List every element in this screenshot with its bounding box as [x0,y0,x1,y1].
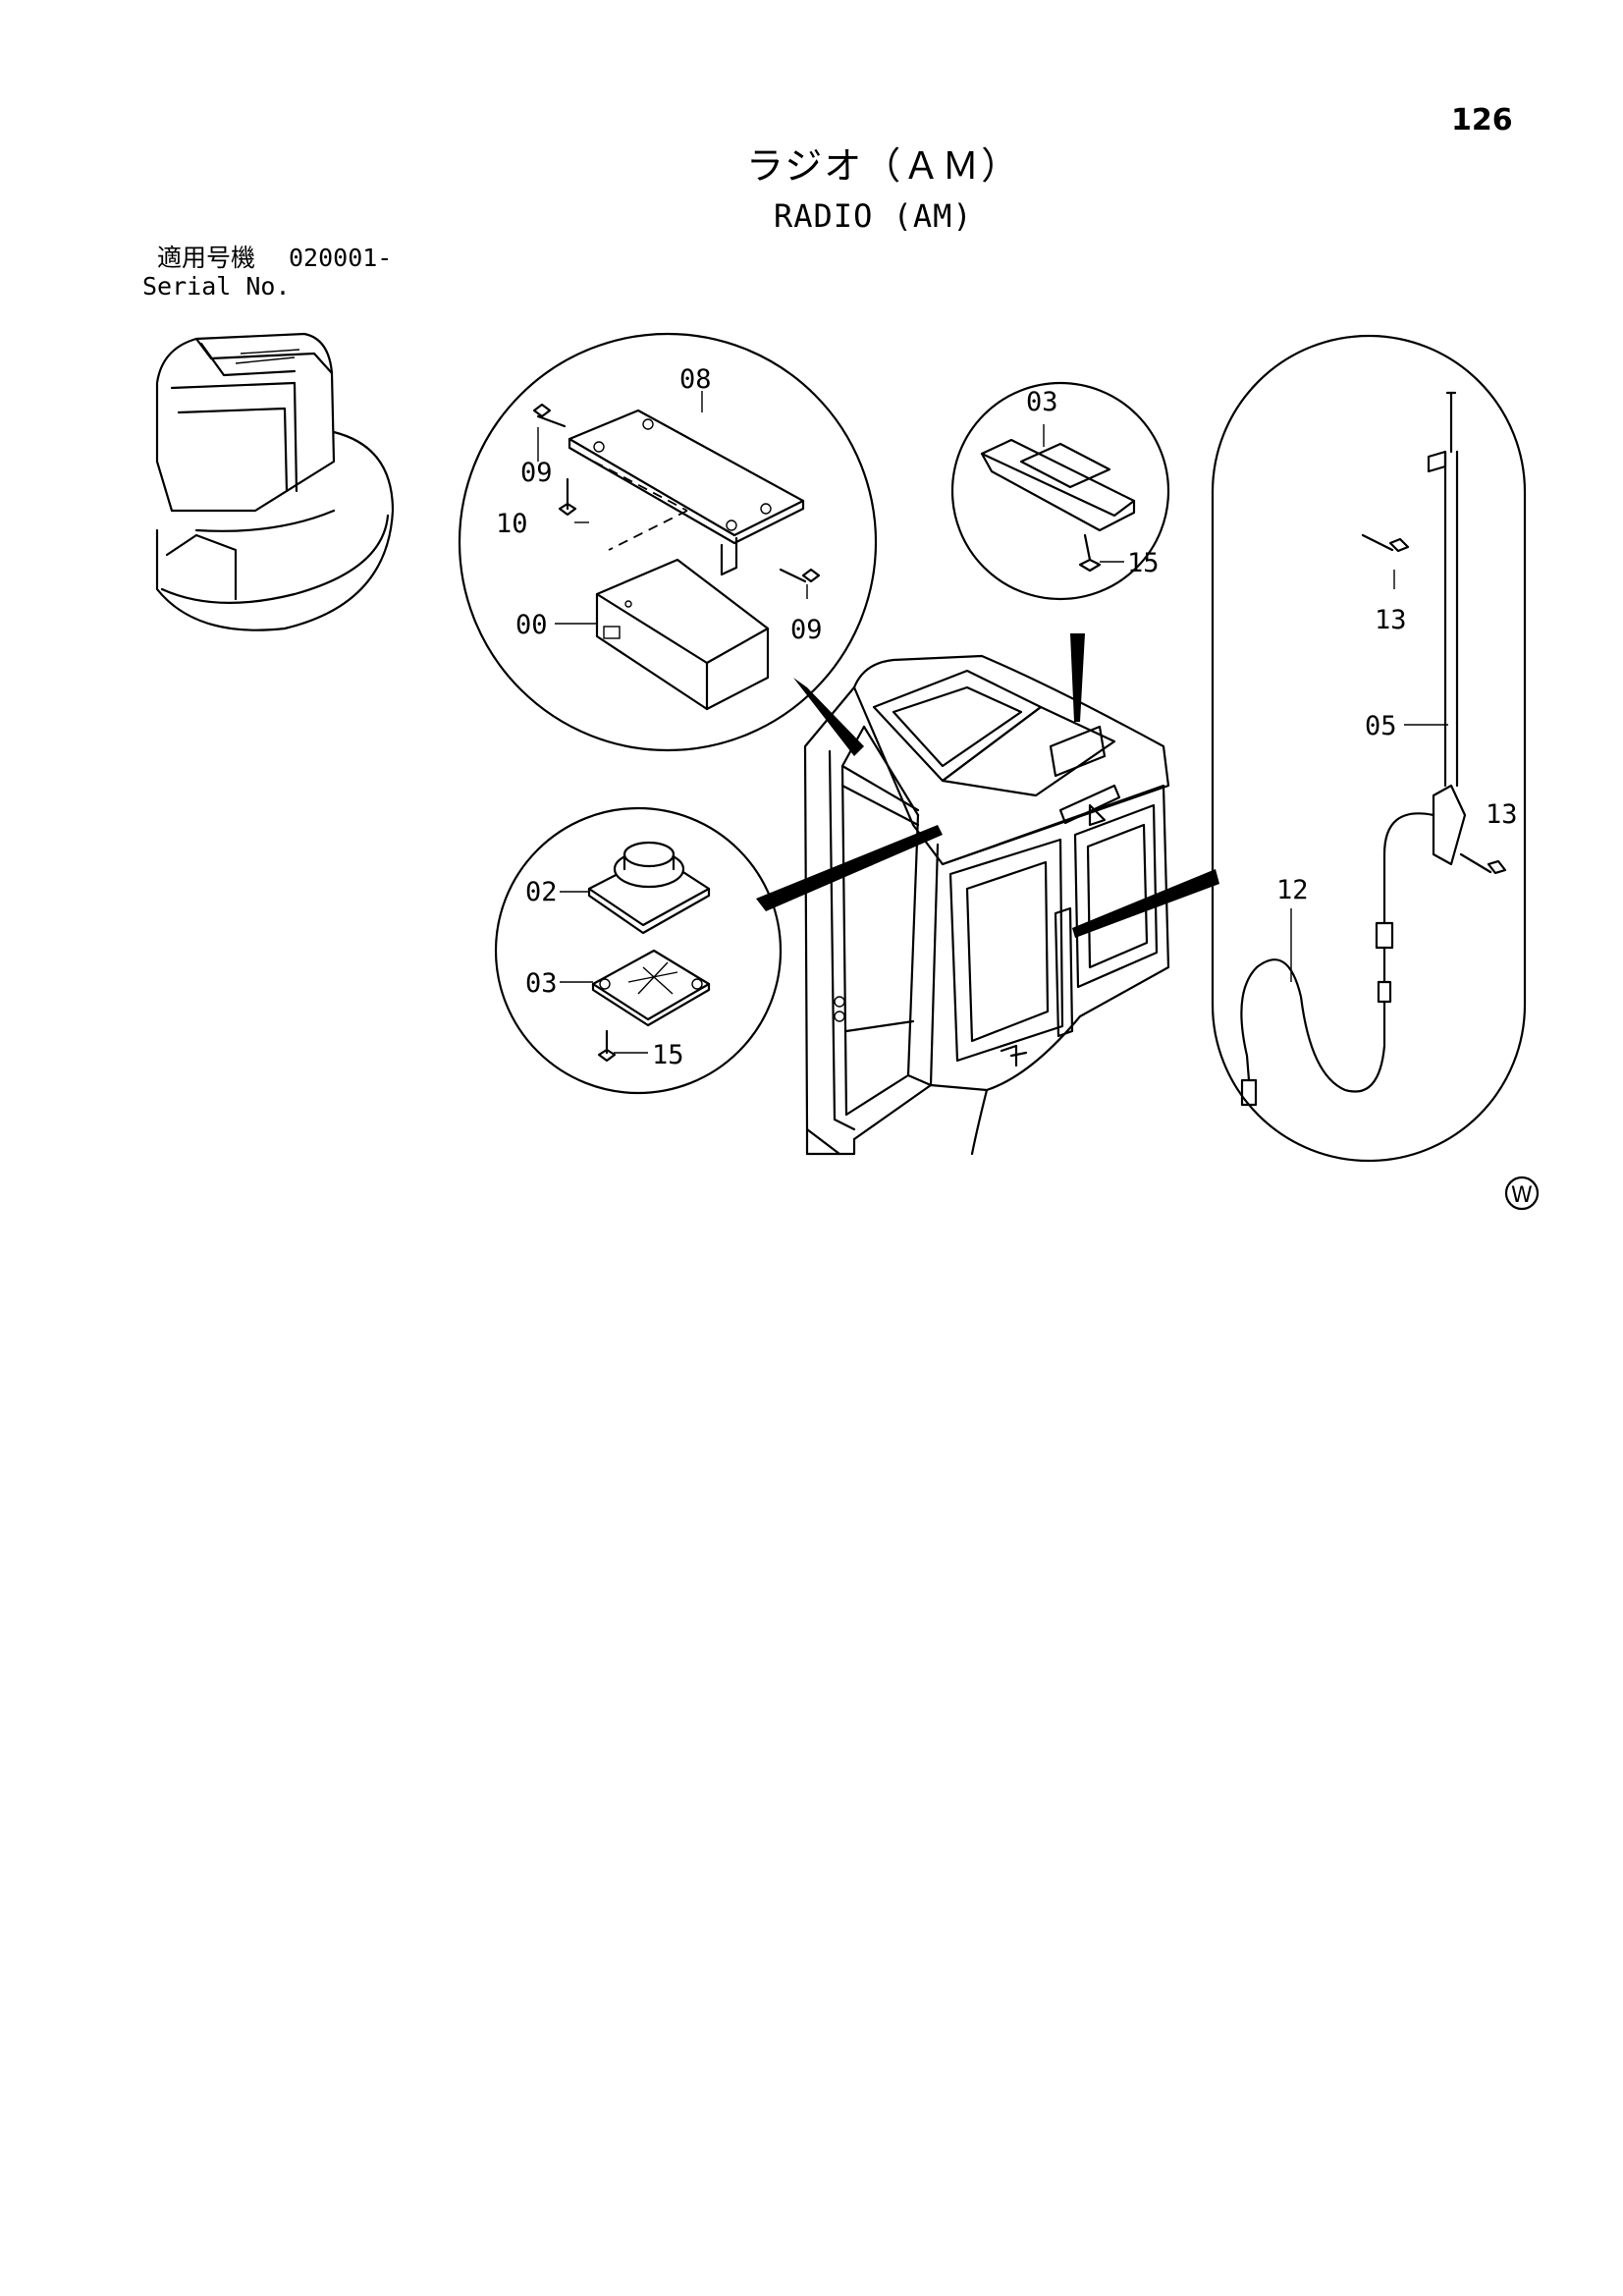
serial-label-english: Serial No. [142,272,291,301]
callout-03-roof: 03 [1026,387,1058,417]
detail-roof-cover: 03 15 [950,381,1170,601]
title-english: RADIO (AM) [774,197,973,235]
callout-15-speaker: 15 [652,1040,684,1070]
callout-09-right: 09 [790,615,823,645]
callout-15-roof: 15 [1127,548,1160,578]
detail-radio-unit: 08 09 10 09 00 [458,332,878,752]
callout-08: 08 [679,364,712,395]
detail-antenna: 13 05 13 12 [1211,334,1527,1163]
circled-w-marker: W [1504,1175,1540,1211]
machine-thumbnail [155,332,395,631]
callout-13-bottom: 13 [1486,799,1518,830]
page-number: 126 [1451,103,1513,137]
serial-number-value: 020001- [289,244,393,272]
cab-frame [803,654,1170,1156]
callout-12: 12 [1276,875,1309,905]
callout-13-top: 13 [1375,605,1407,635]
title-japanese: ラジオ（ＡＭ） [746,144,1021,188]
callout-09-top: 09 [520,458,553,488]
callout-10: 10 [496,509,528,539]
marker-w: W [1511,1183,1533,1208]
callout-02: 02 [525,877,558,907]
callout-03-speaker: 03 [525,968,558,999]
serial-label-japanese: 適用号機 [157,244,256,272]
callout-00: 00 [515,610,548,640]
callout-05: 05 [1365,711,1397,741]
pointer-wedges [756,633,1219,938]
detail-speaker: 02 03 15 [494,806,783,1095]
